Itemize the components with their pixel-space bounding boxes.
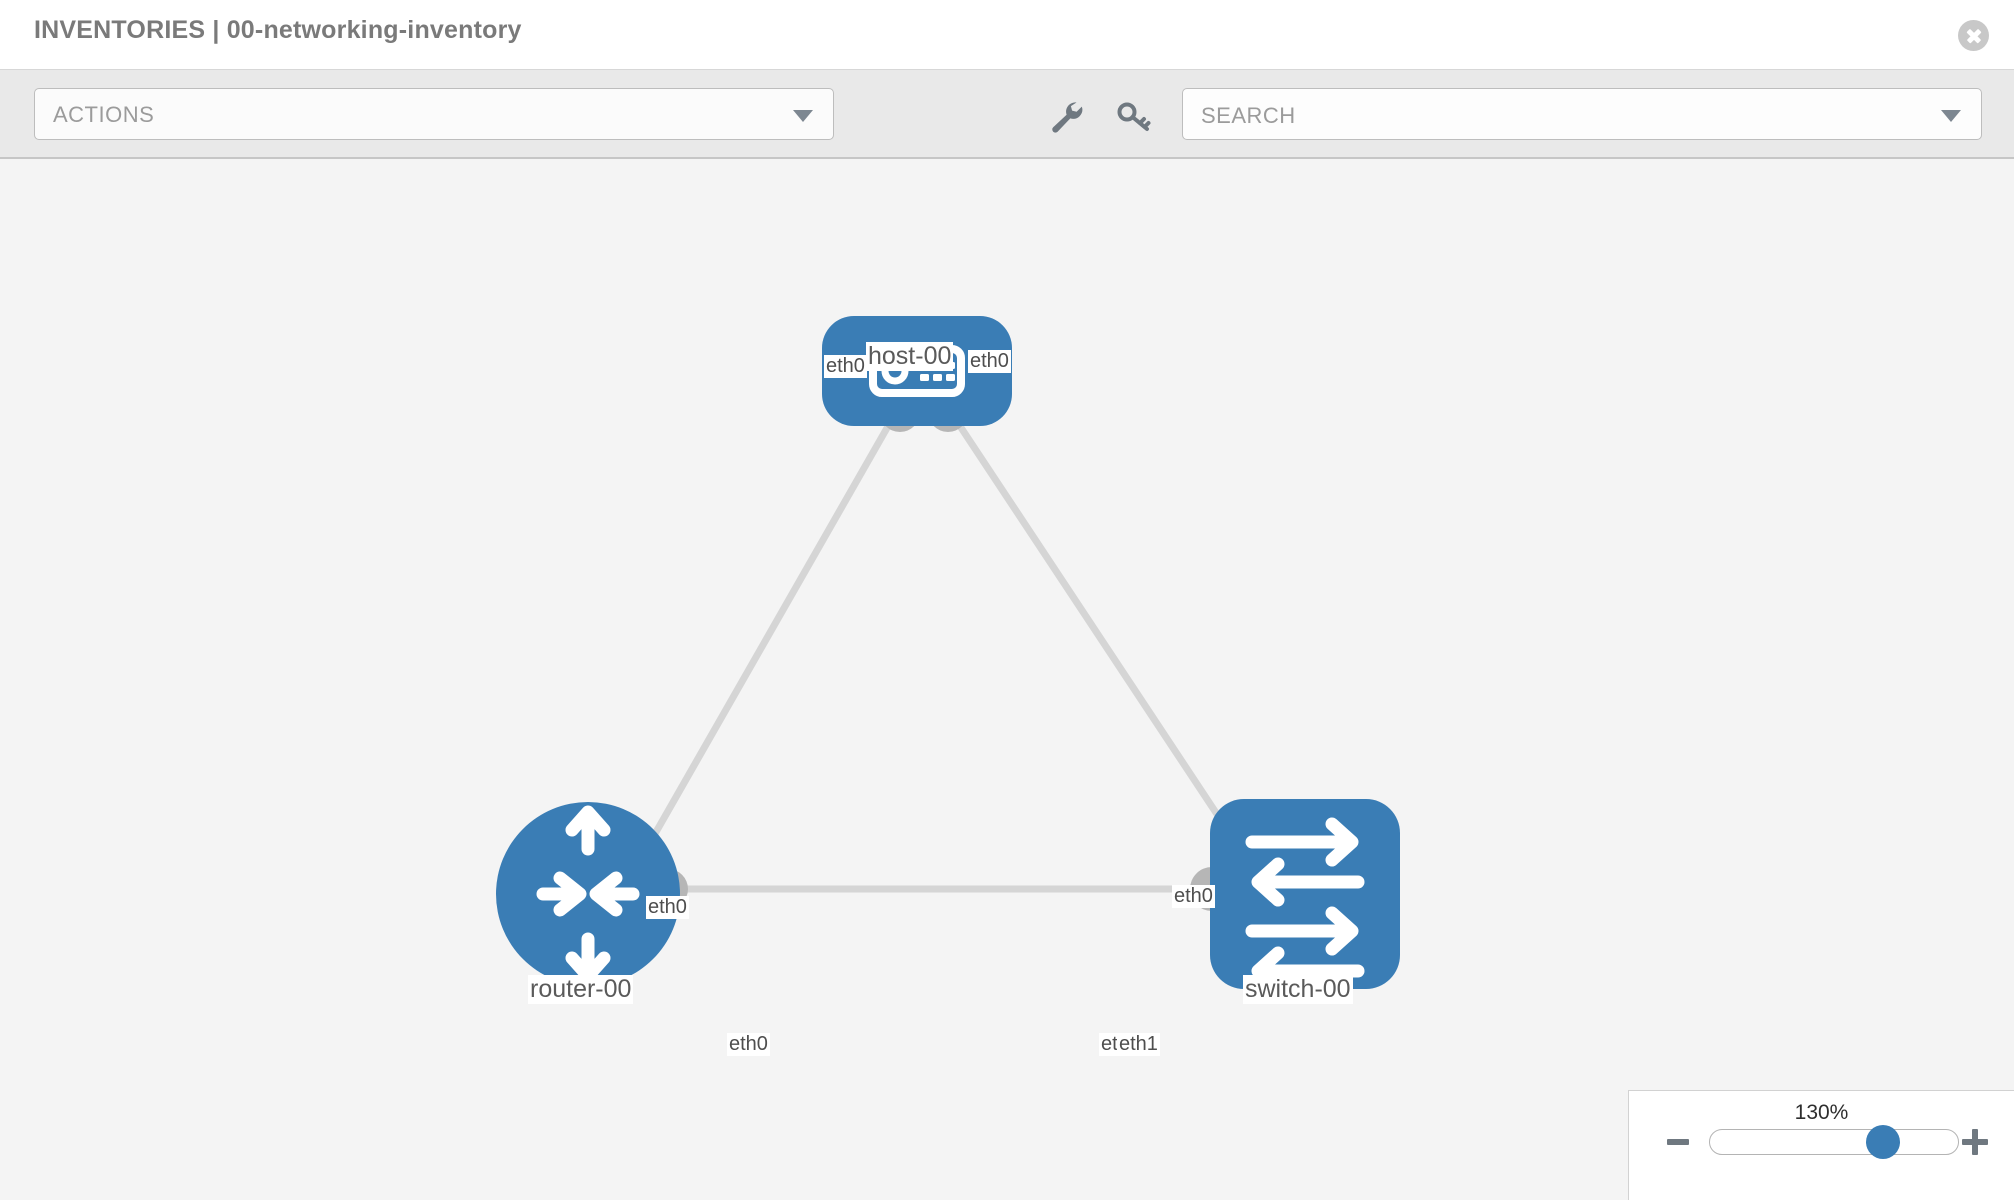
plus-icon[interactable] [1962,1129,1988,1155]
actions-dropdown-label: ACTIONS [53,102,155,127]
search-input[interactable] [1199,99,1903,133]
minus-icon[interactable] [1667,1139,1689,1145]
zoom-slider-thumb[interactable] [1866,1125,1900,1159]
actions-dropdown[interactable]: ACTIONS [34,88,834,140]
iface-label-switch00-eth1-west: eth1 [1117,1033,1160,1056]
zoom-percent-label: 130% [1794,1101,1849,1124]
zoom-control: 130% [1628,1090,2014,1200]
switch-icon [1245,817,1365,996]
toolbar: ACTIONS [0,70,2014,159]
topology-graph[interactable] [0,159,2014,1200]
plus-icon-horizontal [1962,1139,1988,1145]
node-label-switch-00: switch-00 [1243,975,1353,1004]
node-switch-00[interactable] [1210,799,1400,996]
node-label-host-00: host-00 [866,342,954,371]
chevron-down-icon[interactable] [1941,110,1961,122]
iface-label-host00-eth0-right: eth0 [968,350,1011,373]
node-label-router-00: router-00 [528,975,634,1004]
zoom-slider[interactable] [1709,1129,1959,1155]
search-box[interactable] [1182,88,1982,140]
close-icon[interactable] [1958,20,1989,51]
node-router-00[interactable] [496,802,680,986]
key-icon[interactable] [1113,96,1153,136]
iface-label-router00-eth0-north: eth0 [646,896,689,919]
chevron-down-icon [793,110,813,122]
link-host00-switch00 [948,410,1244,853]
wrench-icon[interactable] [1045,96,1085,136]
iface-label-switch00-eth0-north: eth0 [1172,885,1215,908]
page-title: INVENTORIES | 00-networking-inventory [34,16,522,44]
topology-canvas[interactable]: host-00 router-00 switch-00 eth0 eth0 et… [0,159,2014,1200]
app-header: INVENTORIES | 00-networking-inventory [0,0,2014,70]
iface-label-host00-eth0-left: eth0 [824,355,867,378]
iface-label-router00-eth0-east: eth0 [727,1033,770,1056]
link-host00-router00 [628,410,899,878]
